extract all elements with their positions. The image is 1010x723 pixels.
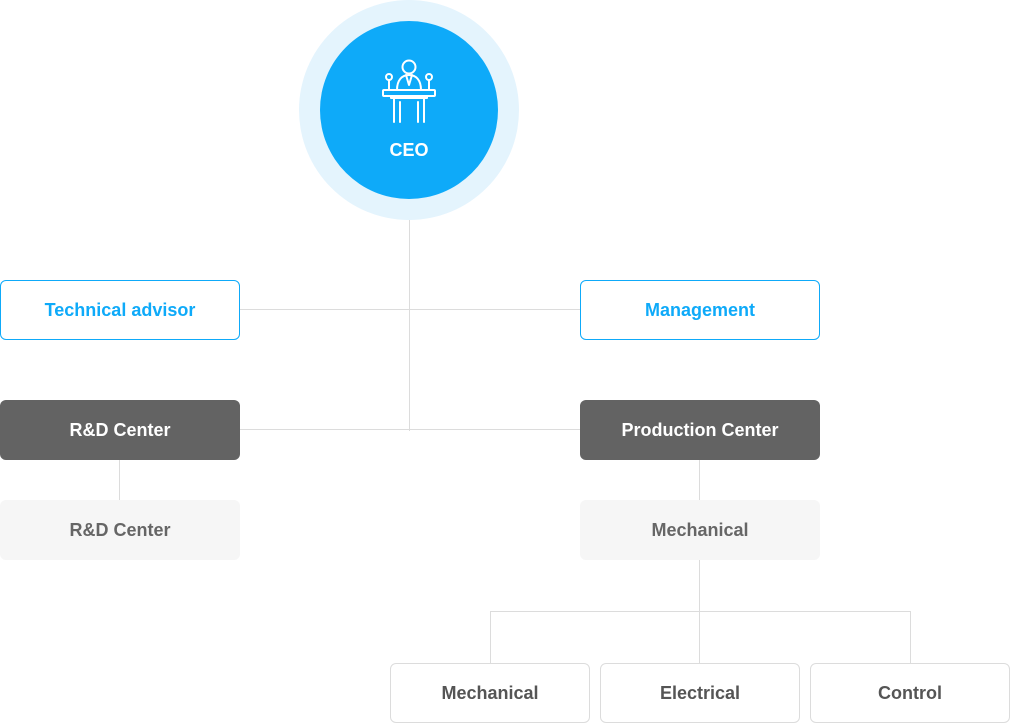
team-mechanical-box: Mechanical	[390, 663, 590, 723]
podium-speaker-icon	[382, 59, 436, 123]
ceo-node	[320, 21, 498, 199]
connector-team-mechanical	[490, 611, 491, 663]
connector-teams-horizontal	[490, 611, 911, 612]
management-box: Management	[580, 280, 820, 340]
ceo-label: CEO	[389, 140, 429, 160]
connector-team-control	[910, 611, 911, 663]
rd-center-sub-box: R&D Center	[0, 500, 240, 560]
connector-ceo-trunk	[409, 219, 410, 431]
connector-centers-horizontal	[239, 429, 581, 430]
connector-advisory-horizontal	[239, 309, 581, 310]
team-control-box: Control	[810, 663, 1010, 723]
rd-center-box: R&D Center	[0, 400, 240, 460]
connector-production-sub	[699, 459, 700, 501]
mechanical-sub-box: Mechanical	[580, 500, 820, 560]
team-electrical-box: Electrical	[600, 663, 800, 723]
connector-rd-sub	[119, 459, 120, 501]
technical-advisor-box: Technical advisor	[0, 280, 240, 340]
production-center-box: Production Center	[580, 400, 820, 460]
